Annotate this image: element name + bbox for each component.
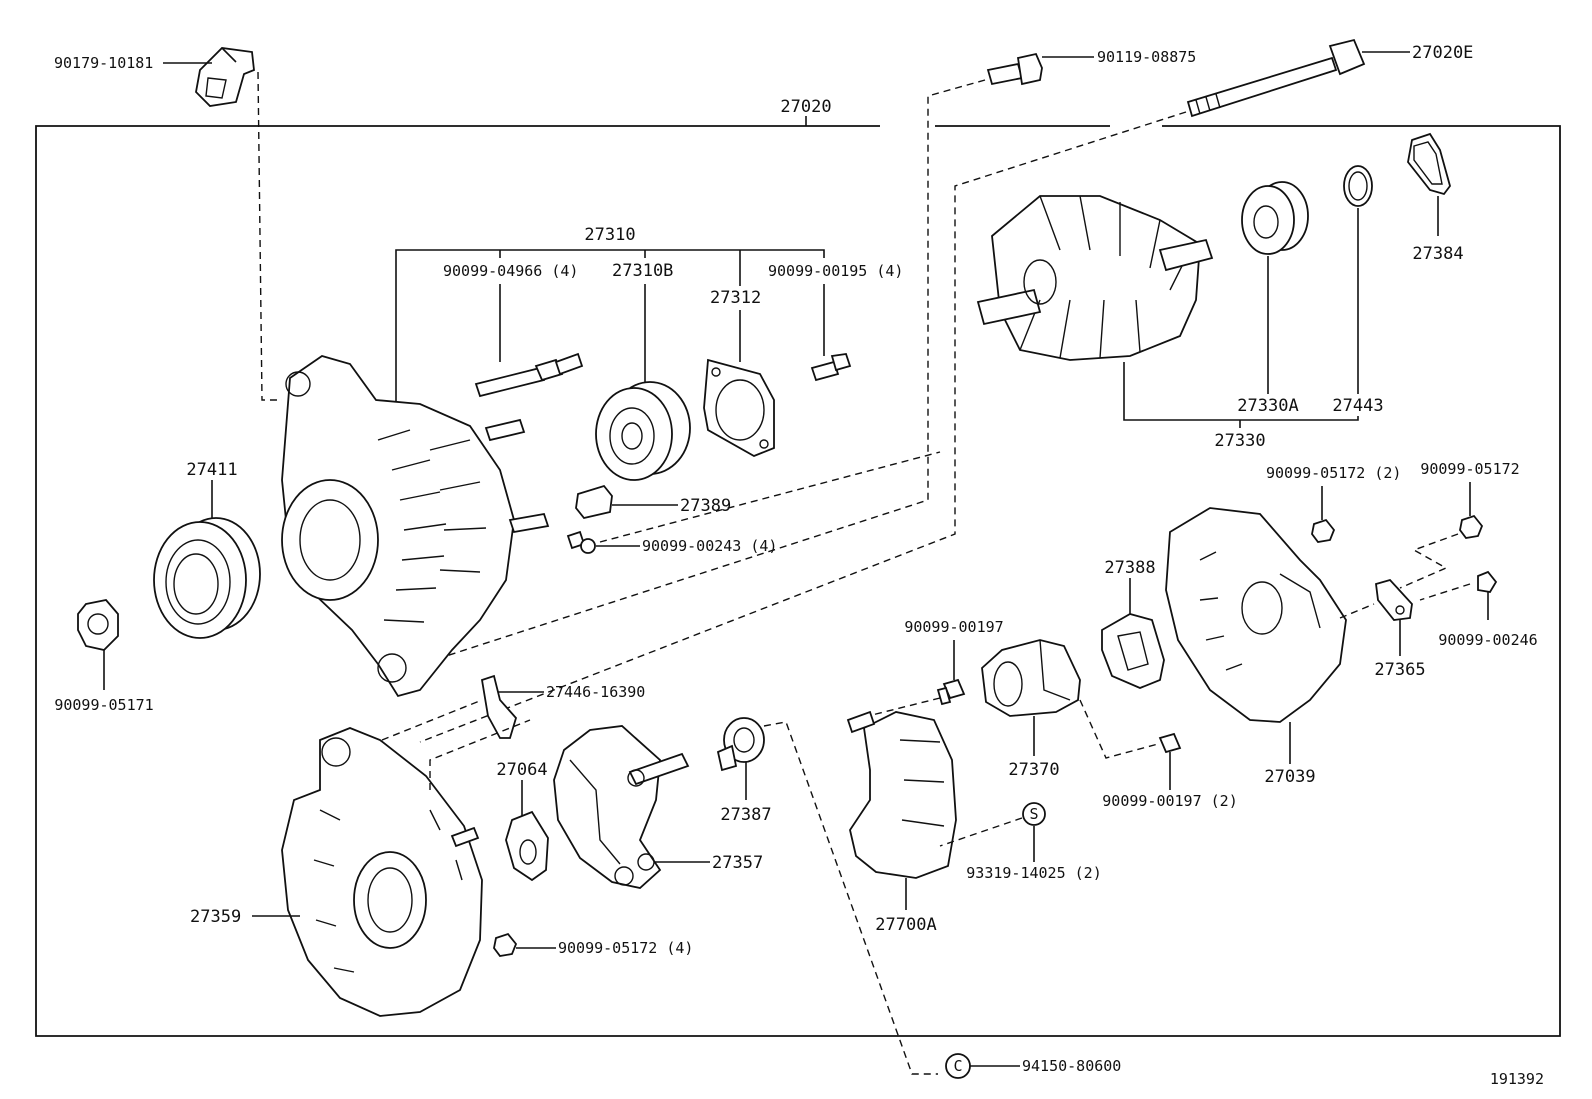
nut-label: 90099-05171 [54,696,153,714]
washer-label: 27064 [496,760,547,780]
screw-d-label: 90099-00197 (2) [1102,792,1237,810]
screw-e-dash [939,817,1023,847]
screw-front-label: 90099-00195 (4) [768,262,903,280]
bushing-part [716,717,765,772]
brush-holder-ass-part [981,639,1081,717]
brush-holder-label: 27388 [1104,558,1155,578]
rear-frame-part [281,727,483,1017]
front-frame-part [281,355,550,698]
plate-label: 27446-16390 [546,683,645,701]
screw-b-part [936,678,966,706]
bearing-front-part [595,381,691,481]
bearing-rear-part [1241,181,1309,255]
bearing-front-label: 27310B [612,261,673,281]
screw-c-label: 90099-00246 [1438,631,1537,649]
screw-a-part [566,530,596,554]
clip-part: C [945,1053,971,1079]
rotor-group-label: 27330 [1214,431,1265,451]
ring-label: 27443 [1332,396,1383,416]
nut-part [77,599,119,651]
bracket-part [195,47,255,107]
screw-e-label: 93319-14025 (2) [966,864,1101,882]
nut-rear-label: 90099-05172 [1420,460,1519,478]
bolt-top-label: 90119-08875 [1097,48,1196,66]
nut-rear-part [1459,514,1484,539]
screw-b-label: 90099-00197 [904,618,1003,636]
bracket-dash [257,71,282,401]
bushing-label: 27387 [720,805,771,825]
rear-cover-part [1165,507,1347,723]
thru-bolt-dash [419,111,1187,743]
rear-nut-dash [1339,533,1459,619]
rectifier-part [553,725,690,889]
retainer-part [703,358,775,457]
screw-c-part [1477,570,1498,593]
screw-a-label: 90099-00243 (4) [642,537,777,555]
screw-e-s-glyph: S [1029,805,1038,823]
assembly-frame [35,125,1561,1037]
brush-holder-ass-dash [1079,699,1159,759]
insulator-label: 27389 [680,496,731,516]
screw-b-dash [867,697,941,717]
nut-d-label: 90099-05172 (4) [558,939,693,957]
assembly-label: 27020 [780,97,831,117]
bracket-label: 90179-10181 [54,54,153,72]
washer-part [505,810,549,882]
rotor-group-bracket [1123,362,1359,421]
bearing-rear-label: 27330A [1237,396,1298,416]
retainer-label: 27312 [710,288,761,308]
frame-group-label: 27310 [584,225,635,245]
screw-d-part [1158,732,1182,754]
brush-holder-ass-label: 27370 [1008,760,1059,780]
insulator-part [575,484,613,520]
clip-label: 94150-80600 [1022,1057,1121,1075]
plate-part [480,674,518,739]
nut-d-part [493,932,518,957]
nut-rear-2-part [1311,518,1336,543]
nut-rear-2-label: 90099-05172 (2) [1266,464,1401,482]
bolt-top-dash [439,79,986,659]
regulator-part [846,710,957,879]
rear-cover-label: 27039 [1264,767,1315,787]
pulley-part [153,517,261,639]
clip-c-glyph: C [953,1057,962,1075]
rear-frame-label: 27359 [190,907,241,927]
bolt-top-part [986,52,1043,86]
rectifier-label: 27357 [712,853,763,873]
screw-c-dash [1419,583,1471,601]
figure-id: 191392 [1490,1070,1544,1088]
cover-ring-label: 27384 [1412,244,1463,264]
terminal-plate-label: 27365 [1374,660,1425,680]
stud-part [474,352,584,398]
thru-bolt-part [1186,38,1366,118]
rear-frame-dash [381,699,531,790]
regulator-label: 27700A [875,915,936,935]
screw-e-part: S [1022,802,1046,826]
cover-ring-part [1407,132,1451,196]
terminal-plate-part [1375,578,1413,621]
rotor-part [976,195,1214,361]
screw-a-dash [599,451,941,543]
thru-bolt-label: 27020E [1412,43,1473,63]
screw-front-part [810,353,852,382]
frame-group-bracket [395,249,825,402]
stud-label: 90099-04966 (4) [443,262,578,280]
bushing-dash [763,721,938,1075]
ring-part [1343,165,1373,207]
brush-holder-part [1101,613,1165,689]
pulley-label: 27411 [186,460,237,480]
